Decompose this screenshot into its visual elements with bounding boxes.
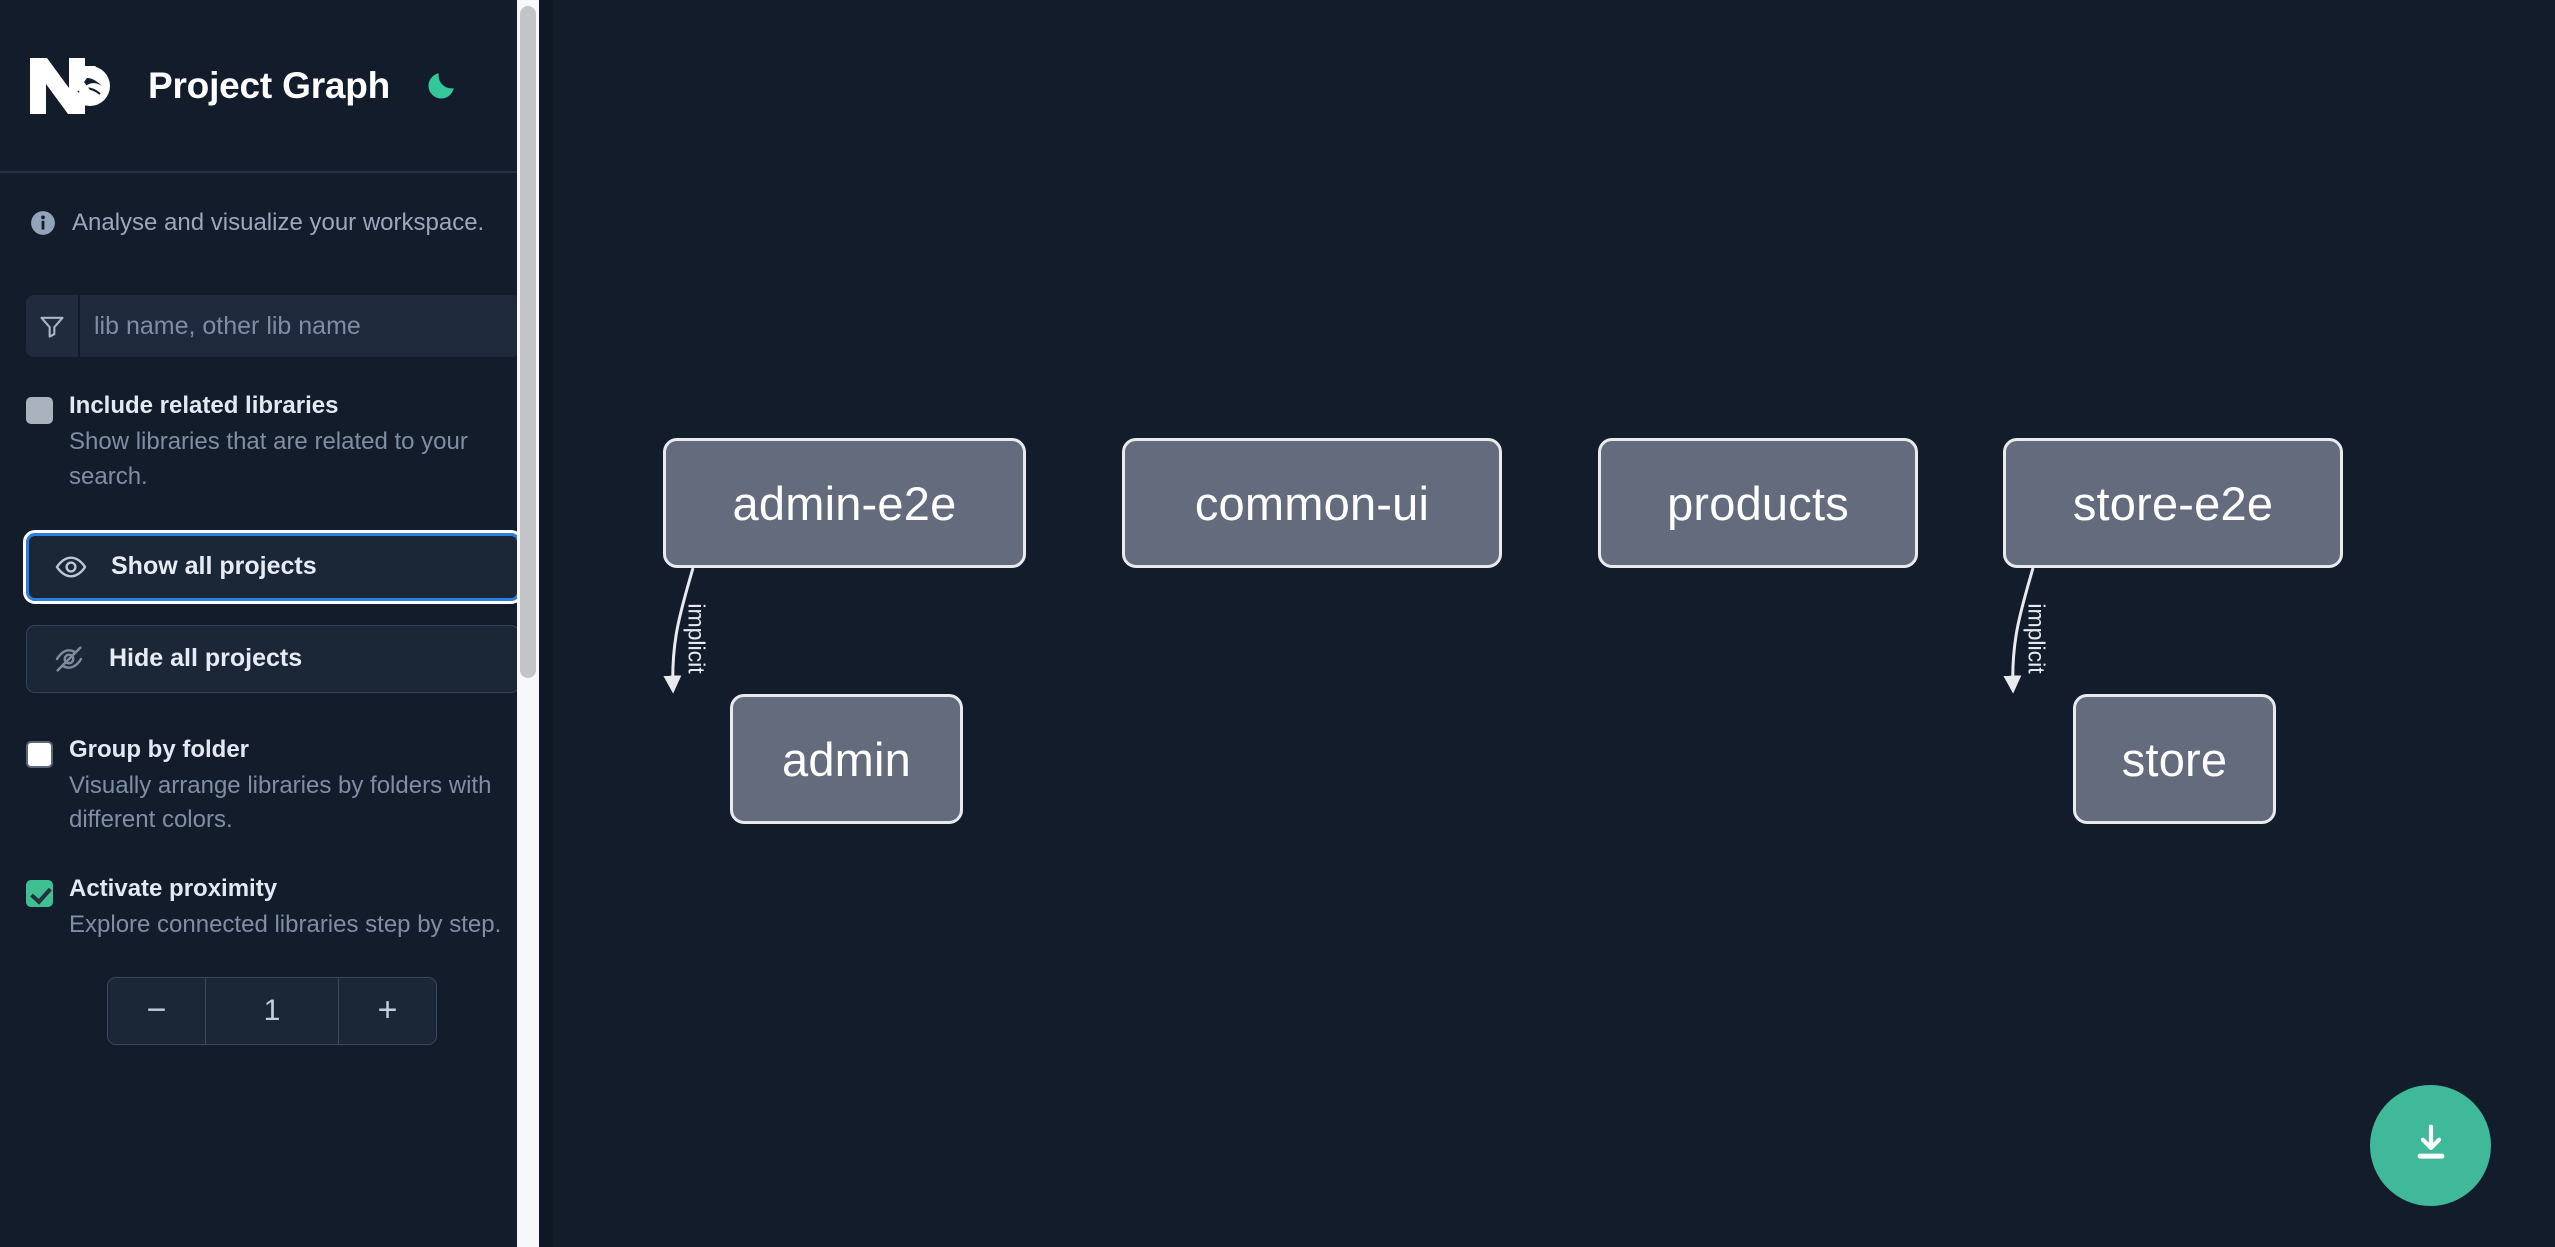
proximity-value: 1 (206, 977, 338, 1044)
graph-node-admin-e2e[interactable]: admin-e2e (663, 438, 1026, 568)
info-icon (30, 210, 56, 236)
graph-node-label: store-e2e (2072, 476, 2274, 530)
graph-node-label: admin-e2e (732, 476, 957, 530)
sidebar: Project Graph Analyse and visualize yo (0, 0, 553, 1247)
group-by-folder-checkbox[interactable] (26, 740, 53, 768)
option-group-by-folder[interactable]: Group by folder Visually arrange librari… (0, 735, 553, 839)
show-all-projects-label: Show all projects (111, 552, 317, 581)
sidebar-scrollbar[interactable] (517, 0, 539, 1247)
graph-edges (663, 567, 2035, 694)
nx-logo-icon (26, 52, 122, 120)
page-title: Project Graph (148, 64, 391, 106)
graph-canvas[interactable]: admin-e2e common-ui products store-e2e a… (553, 0, 2555, 1247)
option-description: Show libraries that are related to your … (69, 428, 468, 490)
option-label: Include related libraries (69, 392, 339, 419)
eye-off-icon (53, 642, 87, 676)
graph-node-store[interactable]: store (2073, 694, 2276, 824)
search-box (26, 295, 520, 357)
hide-all-projects-wrap: Hide all projects (0, 624, 553, 693)
graph-node-label: products (1667, 476, 1849, 530)
graph-node-label: store (2121, 732, 2228, 786)
hide-all-projects-button[interactable]: Hide all projects (26, 624, 520, 693)
hide-all-projects-label: Hide all projects (109, 644, 303, 673)
include-related-libraries-checkbox[interactable] (26, 397, 53, 424)
option-label: Activate proximity (69, 875, 278, 903)
filter-funnel-icon[interactable] (26, 295, 80, 357)
proximity-increment-button[interactable]: + (338, 977, 436, 1044)
graph-node-products[interactable]: products (1598, 438, 1918, 568)
graph-edge-label-store-implicit: implicit (2023, 603, 2050, 674)
sidebar-scrollbar-thumb[interactable] (520, 6, 536, 678)
download-graph-button[interactable] (2370, 1085, 2491, 1206)
proximity-decrement-button[interactable]: − (108, 977, 206, 1044)
moon-icon[interactable] (420, 65, 462, 107)
tagline-text: Analyse and visualize your workspace. (72, 209, 485, 236)
graph-node-label: admin (781, 732, 911, 786)
download-icon (2408, 1121, 2454, 1170)
activate-proximity-checkbox[interactable] (26, 880, 53, 908)
graph-node-store-e2e[interactable]: store-e2e (2003, 438, 2343, 568)
sidebar-header: Project Graph (0, 0, 553, 173)
proximity-stepper: − 1 + (107, 976, 437, 1045)
sidebar-edge (539, 0, 553, 1247)
option-description: Visually arrange libraries by folders wi… (69, 771, 492, 834)
sidebar-content: Project Graph Analyse and visualize yo (0, 0, 553, 1045)
option-activate-proximity[interactable]: Activate proximity Explore connected lib… (0, 874, 553, 943)
option-text: Include related libraries Show libraries… (69, 391, 527, 495)
graph-node-common-ui[interactable]: common-ui (1122, 438, 1502, 568)
tagline: Analyse and visualize your workspace. (0, 173, 553, 237)
option-text: Activate proximity Explore connected lib… (69, 874, 527, 943)
eye-icon (55, 550, 89, 584)
option-description: Explore connected libraries step by step… (69, 911, 502, 939)
graph-node-admin[interactable]: admin (730, 694, 963, 824)
option-include-related-libraries[interactable]: Include related libraries Show libraries… (0, 391, 553, 495)
option-text: Group by folder Visually arrange librari… (69, 735, 527, 839)
option-label: Group by folder (69, 735, 249, 763)
graph-node-label: common-ui (1194, 476, 1430, 530)
show-all-projects-wrap: Show all projects (0, 529, 553, 604)
graph-edge-label-admin-implicit: implicit (683, 603, 710, 674)
show-all-projects-button[interactable]: Show all projects (23, 529, 523, 604)
search-input[interactable] (80, 295, 520, 357)
